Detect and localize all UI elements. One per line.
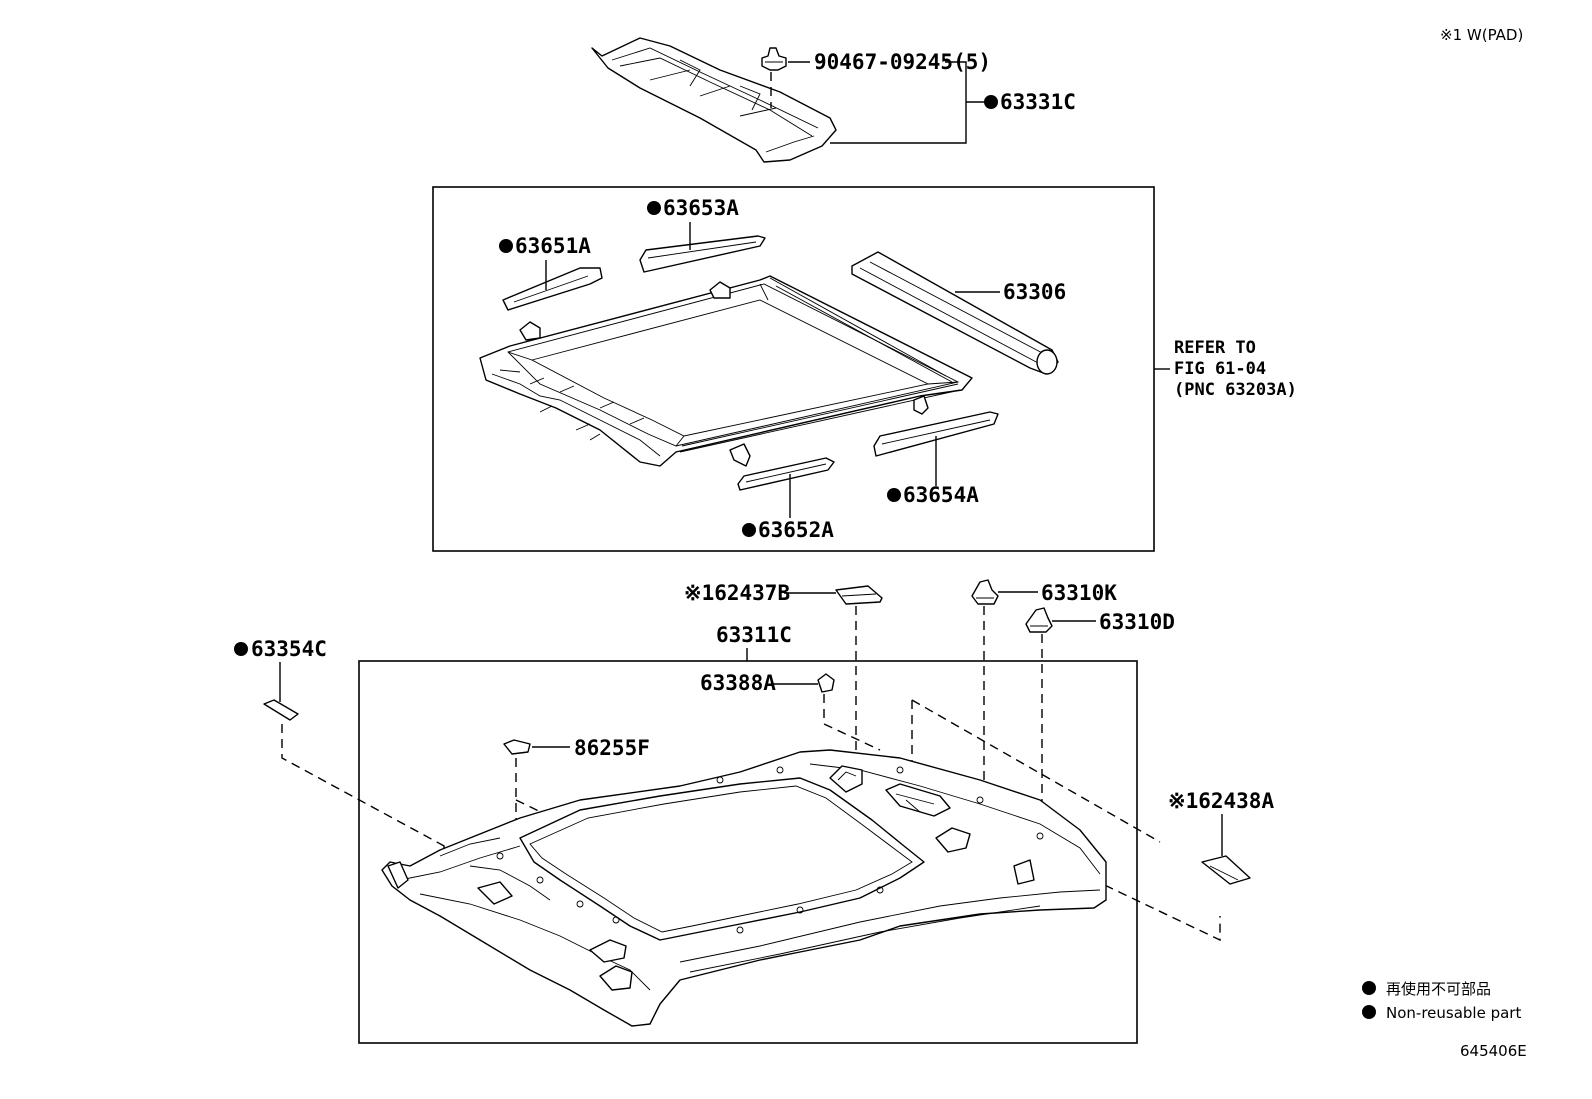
non-reusable-marker [234,642,248,656]
label-63654A: 63654A [903,483,979,507]
clip-63310D[interactable] [1025,607,1053,633]
non-reusable-marker [887,488,901,502]
label-63310K: 63310K [1041,581,1117,605]
sunroof-seal-63653A[interactable] [639,235,766,273]
sunroof-housing-frame[interactable] [479,275,973,467]
figure-id: 645406E [1460,1042,1527,1060]
label-63310D: 63310D [1099,610,1175,634]
clip-63388A[interactable] [817,673,835,693]
note-w-pad: ※1 W(PAD) [1440,26,1523,44]
non-reusable-marker [499,239,513,253]
label-63651A: 63651A [515,234,591,258]
clip-90467[interactable] [761,47,787,71]
label-63311C: 63311C [716,623,792,647]
sunshade-roller-63306[interactable] [851,251,1059,375]
sunroof-seal-63652A[interactable] [737,457,835,491]
sunroof-seal-63651A[interactable] [502,267,603,311]
label-63354C: 63354C [251,637,327,661]
label-63653A: 63653A [663,196,739,220]
bracket-86255F[interactable] [503,739,531,755]
label-63331C: 63331C [1000,90,1076,114]
roof-headliner-63311C[interactable] [381,749,1107,1027]
pad-62438A[interactable] [1201,855,1251,885]
non-reusable-marker [984,95,998,109]
sunroof-seal-63654A[interactable] [873,411,999,457]
label-63388A: 63388A [700,671,776,695]
label-63306: 63306 [1003,280,1066,304]
non-reusable-marker [647,201,661,215]
legend-text-en: Non-reusable part [1386,1004,1521,1022]
legend-marker-en [1362,1005,1376,1019]
refer-line-2: FIG 61-04 [1174,359,1266,379]
pad-62437B[interactable] [835,585,883,605]
label-63652A: 63652A [758,518,834,542]
label-62438A: ※162438A [1168,789,1274,813]
label-62437B: ※162437B [684,581,790,605]
non-reusable-marker [742,523,756,537]
legend-marker-jp [1362,981,1376,995]
headliner-group-box [358,660,1138,1044]
windshield-header-panel[interactable] [591,37,837,163]
legend-text-jp: 再使用不可部品 [1386,980,1491,998]
refer-line-3: (PNC 63203A) [1174,380,1297,400]
refer-line-1: REFER TO [1174,338,1256,358]
clip-63310K[interactable] [971,579,999,605]
label-86255F: 86255F [574,736,650,760]
tape-63354C[interactable] [263,699,299,721]
